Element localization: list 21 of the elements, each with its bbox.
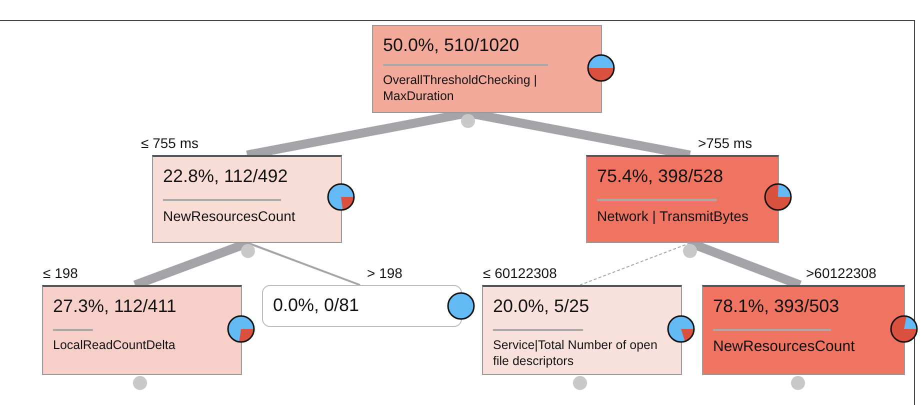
feature-name: NewResourcesCount xyxy=(163,207,296,226)
feature-name: OverallThresholdChecking | MaxDuration xyxy=(383,72,538,104)
feature-name: Service|Total Number of open file descriptors xyxy=(493,337,658,370)
edge-label: > 198 xyxy=(366,265,404,281)
feature-name: NewResourcesCount xyxy=(713,337,856,356)
edge-label: ≤ 198 xyxy=(42,265,79,281)
branch-line xyxy=(580,242,690,286)
feature-name: LocalReadCountDelta xyxy=(53,337,176,354)
branch-line xyxy=(248,242,360,286)
node-stats: 0.0%, 0/81 xyxy=(273,294,360,316)
node-stats: 27.3%, 112/411 xyxy=(53,295,178,317)
node-stats: 22.8%, 112/492 xyxy=(163,165,289,187)
node-stats: 75.4%, 398/528 xyxy=(597,165,724,187)
edge-label: ≤ 755 ms xyxy=(140,135,200,151)
node-stats: 78.1%, 393/503 xyxy=(713,295,840,317)
edge-label: >755 ms xyxy=(697,135,754,151)
edge-label: ≤ 60122308 xyxy=(482,265,558,281)
node-stats: 50.0%, 510/1020 xyxy=(383,34,520,56)
feature-name: Network | TransmitBytes xyxy=(597,207,750,226)
node-stats: 20.0%, 5/25 xyxy=(493,295,590,317)
edge-label: >60122308 xyxy=(805,265,878,281)
